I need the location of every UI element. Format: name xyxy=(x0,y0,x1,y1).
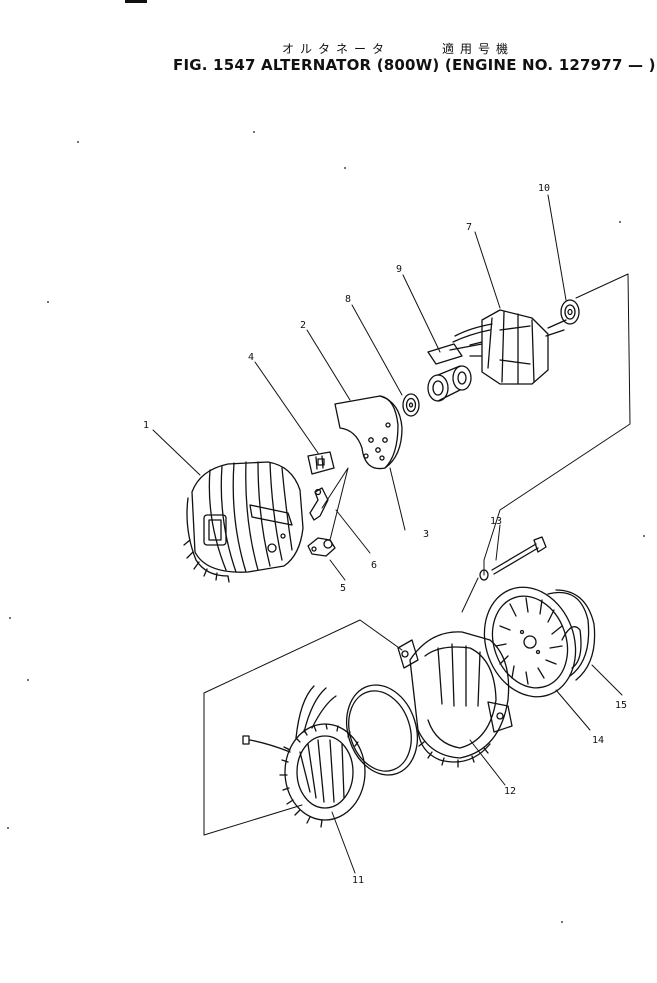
part-7-rotor xyxy=(449,309,567,385)
part-10-bearing xyxy=(560,299,580,325)
callout-13: 13 xyxy=(490,516,502,527)
leader-lines xyxy=(152,194,631,874)
japanese-part-name: オルタネータ xyxy=(282,42,391,56)
part-8-bearing xyxy=(402,393,420,417)
callout-15: 15 xyxy=(615,700,627,711)
part-13-bolt xyxy=(479,536,547,581)
stator-ring xyxy=(346,684,418,776)
print-specks xyxy=(7,131,645,923)
part-1-rear-housing xyxy=(183,461,304,583)
part-14-fan xyxy=(483,586,577,698)
callout-6: 6 xyxy=(371,560,377,571)
callout-12: 12 xyxy=(504,786,516,797)
figure-title: FIG. 1547 ALTERNATOR (800W) (ENGINE NO. … xyxy=(173,56,656,74)
part-4-brush-holder xyxy=(307,451,335,475)
callout-2: 2 xyxy=(300,320,306,331)
callout-7: 7 xyxy=(466,222,472,233)
corner-mark xyxy=(125,0,147,3)
part-5-6-terminals xyxy=(307,487,336,557)
callout-11: 11 xyxy=(352,875,364,886)
callout-3: 3 xyxy=(423,529,429,540)
callout-8: 8 xyxy=(345,294,351,305)
callout-5: 5 xyxy=(340,583,346,594)
part-11-stator xyxy=(242,685,366,828)
part-12-front-housing xyxy=(397,631,513,768)
part-9-spacer xyxy=(427,343,472,402)
callout-14: 14 xyxy=(592,735,604,746)
part-15-pulley xyxy=(547,589,596,681)
callout-1: 1 xyxy=(143,420,149,431)
callout-10: 10 xyxy=(538,183,550,194)
callout-numbers: 1 2 3 4 5 6 7 8 9 10 11 12 13 14 15 xyxy=(143,183,627,886)
callout-9: 9 xyxy=(396,264,402,275)
part-2-3-end-plate xyxy=(334,395,403,470)
callout-4: 4 xyxy=(248,352,254,363)
japanese-applicable-label: 適用号機 xyxy=(442,42,515,56)
